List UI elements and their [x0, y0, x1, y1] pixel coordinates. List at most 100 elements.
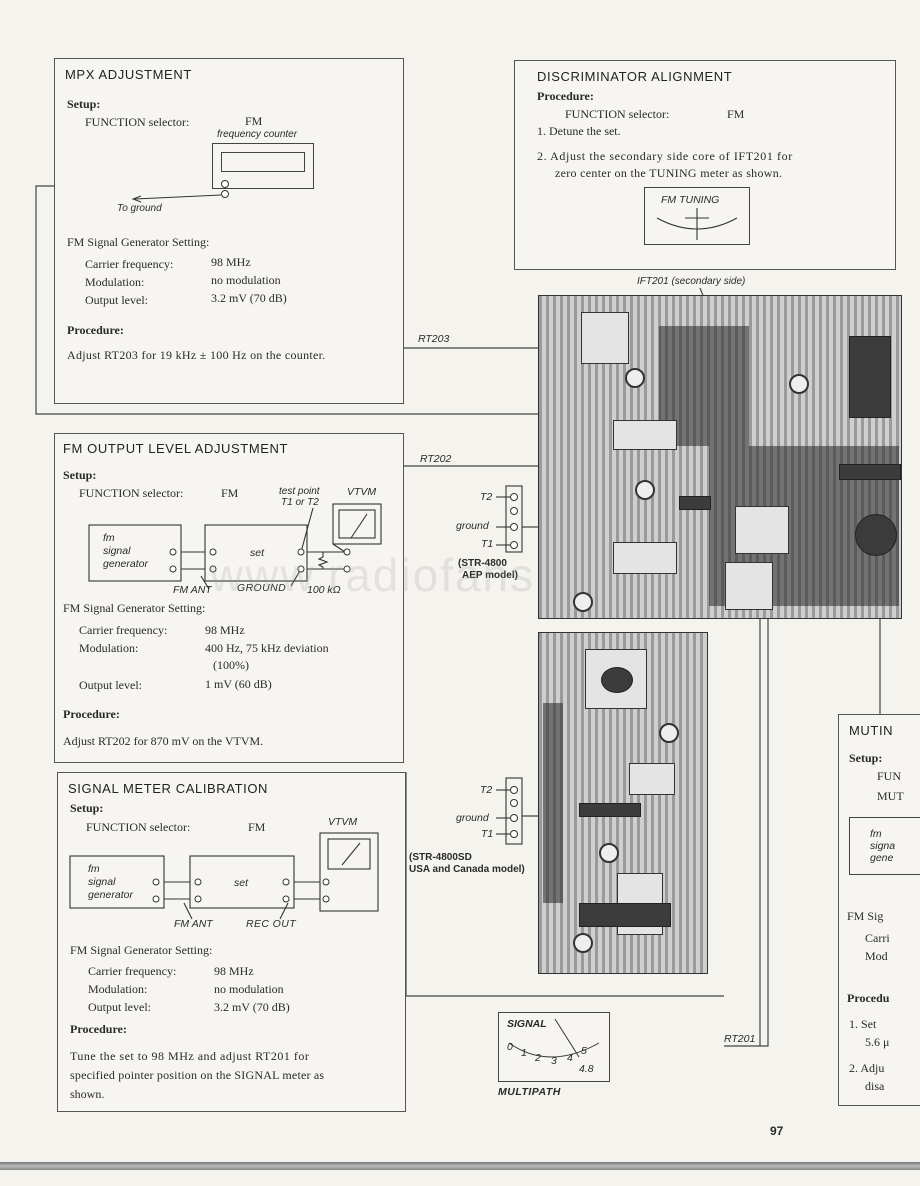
- page-bottom-edge: [0, 1162, 920, 1170]
- fmout-ground-label: GROUND: [237, 582, 287, 594]
- muting-mod: Mod: [865, 949, 888, 963]
- watermark: www.radiofans: [210, 549, 536, 601]
- muting-step-2a: 2. Adju: [849, 1061, 885, 1075]
- multipath-label: MULTIPATH: [498, 1086, 561, 1098]
- fmout-vtvm-label: VTVM: [347, 486, 377, 498]
- mpx-procedure-heading: Procedure:: [67, 323, 124, 337]
- rt202-label: RT202: [420, 453, 452, 465]
- pcb-photo-aep: [538, 295, 902, 619]
- rt201-label: RT201: [724, 1033, 756, 1045]
- pcb-photo-usa: [538, 632, 708, 974]
- signal-procedure-line-1: Tune the set to 98 MHz and adjust RT201 …: [70, 1049, 310, 1063]
- muting-mut: MUT: [877, 789, 904, 803]
- mpx-setup-heading: Setup:: [67, 97, 101, 111]
- muting-step-2b: disa: [865, 1079, 885, 1093]
- signal-title: SIGNAL METER CALIBRATION: [68, 781, 269, 796]
- signal-carrier-label: Carrier frequency:: [88, 964, 177, 978]
- fm-tuning-meter: FM TUNING: [644, 187, 750, 245]
- aep-ground-label: ground: [456, 520, 489, 532]
- signal-meter-label: SIGNAL: [507, 1018, 547, 1030]
- muting-gen-3: gene: [870, 852, 894, 864]
- aep-model-line-2: AEP model): [462, 570, 518, 581]
- mpx-carrier-value: 98 MHz: [211, 255, 251, 269]
- mpx-adjustment-panel: MPX ADJUSTMENT Setup: FUNCTION selector:…: [54, 58, 404, 404]
- discriminator-alignment-panel: DISCRIMINATOR ALIGNMENT Procedure: FUNCT…: [514, 60, 896, 270]
- signal-procedure-line-2: specified pointer position on the SIGNAL…: [70, 1068, 325, 1082]
- signal-gen-label-1: fm: [88, 863, 100, 875]
- usa-model-line-1: (STR-4800SD: [409, 852, 472, 863]
- signal-wiring-diagram: [69, 832, 379, 920]
- fmout-modulation-label: Modulation:: [79, 641, 139, 655]
- fmout-output-label: Output level:: [79, 678, 142, 692]
- fmout-title: FM OUTPUT LEVEL ADJUSTMENT: [63, 441, 289, 456]
- mpx-counter-label: frequency counter: [217, 129, 298, 140]
- fmout-gen-label-1: fm: [103, 532, 115, 544]
- signal-scale-4: 4: [567, 1052, 573, 1064]
- muting-title: MUTIN: [849, 723, 894, 738]
- signal-vtvm-label: VTVM: [328, 816, 358, 828]
- mpx-function-label: FUNCTION selector:: [85, 115, 190, 129]
- disc-function-value: FM: [727, 107, 745, 121]
- rt203-label: RT203: [418, 333, 450, 345]
- fmout-carrier-label: Carrier frequency:: [79, 623, 168, 637]
- fm-output-level-panel: FM OUTPUT LEVEL ADJUSTMENT Setup: FUNCTI…: [54, 433, 404, 763]
- fmout-t1t2: T1 or T2: [281, 497, 319, 508]
- fmout-procedure-text: Adjust RT202 for 870 mV on the VTVM.: [63, 734, 264, 748]
- signal-gen-label-2: signal: [88, 876, 116, 888]
- muting-setup: Setup:: [849, 751, 883, 765]
- aep-t2-label: T2: [480, 491, 493, 503]
- signal-carrier-value: 98 MHz: [214, 964, 254, 978]
- muting-carri: Carri: [865, 931, 890, 945]
- signal-pointer-value: 4.8: [579, 1063, 594, 1075]
- signal-modulation-value: no modulation: [214, 982, 284, 996]
- signal-function-label: FUNCTION selector:: [86, 820, 191, 834]
- mpx-carrier-label: Carrier frequency:: [85, 257, 174, 271]
- signal-modulation-label: Modulation:: [88, 982, 148, 996]
- signal-scale-1: 1: [521, 1047, 527, 1059]
- fmout-gen-label-2: signal: [103, 545, 131, 557]
- disc-step-2a: 2. Adjust the secondary side core of IFT…: [537, 149, 793, 163]
- mpx-output-label: Output level:: [85, 293, 148, 307]
- frequency-counter-icon: [212, 143, 314, 189]
- signal-procedure-heading: Procedure:: [70, 1022, 127, 1036]
- signal-output-label: Output level:: [88, 1000, 151, 1014]
- muting-panel: MUTIN Setup: FUN MUT fm signa gene FM Si…: [838, 714, 920, 1106]
- muting-fm-sig: FM Sig: [847, 909, 884, 923]
- fmout-gen-label-3: generator: [103, 558, 148, 570]
- fmout-test-point: test point: [279, 486, 320, 497]
- signal-fm-ant-label: FM ANT: [174, 918, 213, 930]
- mpx-ground-arrow: [131, 194, 222, 203]
- muting-generator-box: fm signa gene: [849, 817, 920, 875]
- signal-scale-5: 5: [581, 1045, 587, 1057]
- fmout-procedure-heading: Procedure:: [63, 707, 120, 721]
- fmout-setup-heading: Setup:: [63, 468, 97, 482]
- mpx-generator-heading: FM Signal Generator Setting:: [67, 235, 210, 249]
- fmout-function-value: FM: [221, 486, 239, 500]
- signal-meter-scale-icon: [508, 1018, 600, 1058]
- fm-tuning-label: FM TUNING: [661, 194, 720, 206]
- tuning-scale-icon: [656, 208, 738, 240]
- fmout-modulation-value: 400 Hz, 75 kHz deviation: [205, 641, 329, 655]
- signal-setup-heading: Setup:: [70, 801, 104, 815]
- page-number: 97: [770, 1124, 784, 1138]
- muting-procedure: Procedu: [847, 991, 890, 1005]
- muting-step-1a: 1. Set: [849, 1017, 877, 1031]
- signal-gen-label-3: generator: [88, 889, 133, 901]
- signal-generator-heading: FM Signal Generator Setting:: [70, 943, 213, 957]
- mpx-modulation-value: no modulation: [211, 273, 281, 287]
- muting-gen-1: fm: [870, 828, 882, 840]
- signal-meter: SIGNAL 0 1 2 3 4 5 4.8: [498, 1012, 610, 1082]
- disc-step-1: 1. Detune the set.: [537, 124, 621, 138]
- fmout-output-value: 1 mV (60 dB): [205, 677, 272, 691]
- muting-step-1b: 5.6 μ: [865, 1035, 890, 1049]
- mpx-function-value: FM: [245, 114, 263, 128]
- mpx-procedure-text: Adjust RT203 for 19 kHz ± 100 Hz on the …: [67, 348, 326, 362]
- signal-scale-3: 3: [551, 1055, 557, 1067]
- signal-set-label: set: [234, 877, 249, 889]
- signal-scale-2: 2: [535, 1052, 541, 1064]
- signal-meter-calibration-panel: SIGNAL METER CALIBRATION Setup: FUNCTION…: [57, 772, 406, 1112]
- usa-model-line-2: USA and Canada model): [409, 864, 525, 875]
- muting-fun: FUN: [877, 769, 902, 783]
- usa-ground-label: ground: [456, 812, 489, 824]
